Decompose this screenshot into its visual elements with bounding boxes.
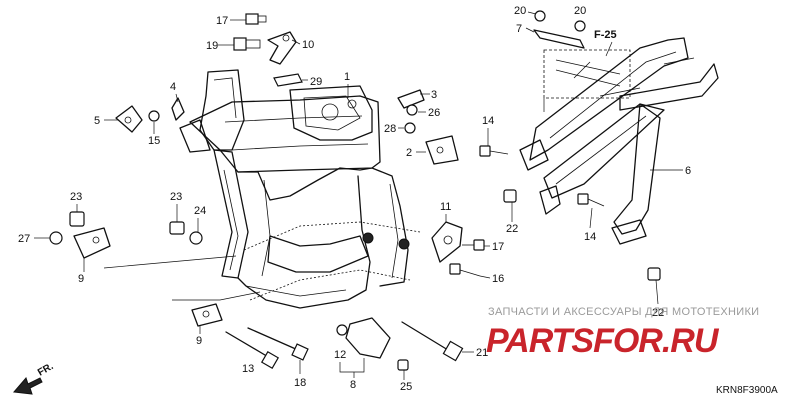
bracket-7[interactable] (533, 29, 585, 49)
bolt-18[interactable] (247, 327, 309, 361)
callout-6: 6 (685, 165, 691, 177)
callout-23-left: 23 (70, 191, 82, 203)
washer-24[interactable] (189, 231, 203, 245)
callout-3: 3 (431, 89, 437, 101)
callout-15: 15 (148, 135, 160, 147)
rear-subframe[interactable] (519, 37, 719, 245)
callout-28: 28 (384, 123, 396, 135)
callout-12: 12 (334, 349, 346, 361)
callout-17-top: 17 (216, 15, 228, 27)
clip-4[interactable] (171, 97, 185, 121)
bracket-2[interactable] (425, 135, 459, 165)
front-direction-arrow-icon (13, 377, 43, 395)
callout-20-left: 20 (514, 5, 526, 17)
bolt-14-upper[interactable] (479, 145, 509, 157)
callout-4: 4 (170, 81, 176, 93)
callout-10: 10 (302, 39, 314, 51)
bolt-25[interactable] (397, 359, 409, 371)
callout-5: 5 (94, 115, 100, 127)
callout-29: 29 (310, 76, 322, 88)
callout-2: 2 (406, 147, 412, 159)
callout-17-right: 17 (492, 241, 504, 253)
callout-14-upper: 14 (482, 115, 494, 127)
collar-23-left[interactable] (69, 211, 85, 227)
callout-9-left: 9 (78, 273, 84, 285)
bolt-28[interactable] (404, 122, 416, 134)
bolt-13[interactable] (225, 331, 280, 370)
bolt-14-lower[interactable] (577, 193, 605, 207)
callout-25: 25 (400, 381, 412, 393)
callout-8: 8 (350, 379, 356, 391)
callout-7: 7 (516, 23, 522, 35)
diagram-code: KRN8F3900A (716, 385, 778, 396)
bolt-17-top[interactable] (245, 13, 267, 25)
bolt-20-right[interactable] (574, 20, 586, 32)
callout-13: 13 (242, 363, 254, 375)
bolt-16[interactable] (449, 263, 481, 277)
bracket-9-left[interactable] (73, 227, 111, 259)
nut-26[interactable] (406, 104, 418, 116)
callout-21: 21 (476, 347, 488, 359)
bracket-9-lower[interactable] (191, 303, 223, 327)
callout-9-lower: 9 (196, 335, 202, 347)
callout-22-left: 22 (506, 223, 518, 235)
bracket-5[interactable] (115, 105, 143, 133)
reference-label: F-25 (594, 29, 617, 41)
callout-24: 24 (194, 205, 206, 217)
callout-11: 11 (440, 201, 451, 213)
bolt-22-left[interactable] (503, 189, 517, 203)
direction-label: FR. (36, 361, 56, 379)
main-frame[interactable] (179, 69, 421, 309)
watermark-tagline: ЗАПЧАСТИ И АКСЕССУАРЫ ДЛЯ МОТОТЕХНИКИ (488, 306, 759, 318)
nut-15[interactable] (148, 110, 160, 122)
collar-27[interactable] (49, 231, 63, 245)
bolt-19[interactable] (233, 37, 261, 51)
callout-26: 26 (428, 107, 440, 119)
callout-23-mid: 23 (170, 191, 182, 203)
collar-23-mid[interactable] (169, 221, 185, 235)
callout-1: 1 (344, 71, 350, 83)
bracket-10[interactable] (267, 31, 297, 65)
caution-label-29[interactable] (273, 73, 303, 87)
bolt-22-right[interactable] (647, 267, 661, 281)
engine-hanger-11[interactable] (431, 221, 463, 263)
bolt-20-left[interactable] (534, 10, 546, 22)
callout-22-right: 22 (652, 307, 664, 319)
callout-19: 19 (206, 40, 218, 52)
callout-14-lower: 14 (584, 231, 596, 243)
bracket-3[interactable] (397, 89, 425, 109)
callout-16: 16 (492, 273, 504, 285)
bolt-21[interactable] (401, 321, 464, 362)
skid-guard-8[interactable] (336, 317, 391, 359)
reference-detail-box (543, 49, 631, 112)
callout-20-right: 20 (574, 5, 586, 17)
callout-18: 18 (294, 377, 306, 389)
bolt-17-right[interactable] (462, 239, 485, 251)
callout-27: 27 (18, 233, 30, 245)
watermark-logo: PARTSFOR.RU (486, 322, 720, 360)
